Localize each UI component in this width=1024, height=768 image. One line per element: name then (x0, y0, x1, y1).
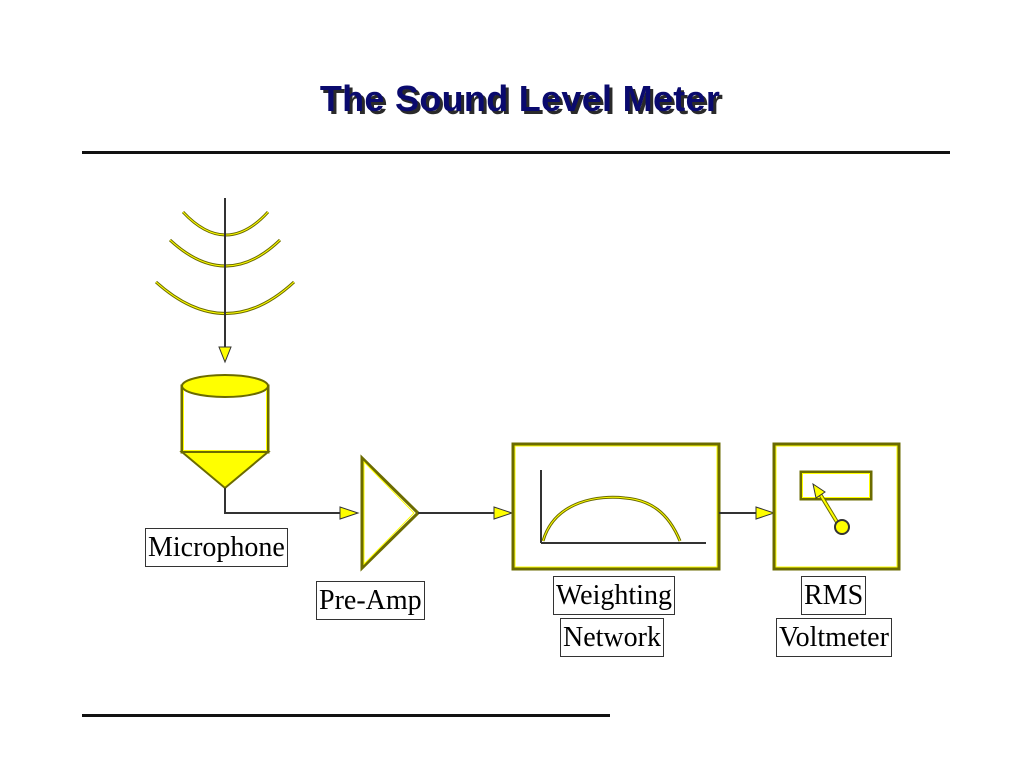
weighting-to-voltmeter-arrow (755, 506, 776, 520)
voltmeter-dial-window (799, 470, 873, 501)
weighting-label-line1: Weighting (553, 576, 675, 615)
bottom-rule (82, 714, 610, 717)
mic-to-preamp-line (224, 488, 342, 514)
preamp-to-weighting-arrow (493, 506, 514, 520)
microphone-label: Microphone (145, 528, 288, 567)
slide-title: The Sound Level Meter (319, 78, 721, 119)
top-rule (82, 151, 950, 154)
weighting-network-box (511, 442, 721, 571)
preamp-label: Pre-Amp (316, 581, 425, 620)
voltmeter-label-line1: RMS (801, 576, 867, 615)
preamp-symbol (360, 454, 421, 572)
voltmeter-needle-tip (812, 482, 826, 499)
voltmeter-pivot (834, 519, 850, 535)
mic-to-preamp-arrow (339, 506, 360, 520)
weighting-label-line2: Network (560, 618, 664, 657)
microphone (179, 374, 271, 490)
microphone-cone (179, 451, 271, 490)
microphone-diaphragm (181, 374, 269, 398)
wave-arrow-head (218, 346, 232, 364)
voltmeter-label-line2: Voltmeter (776, 618, 892, 657)
voltmeter-box (772, 442, 901, 571)
